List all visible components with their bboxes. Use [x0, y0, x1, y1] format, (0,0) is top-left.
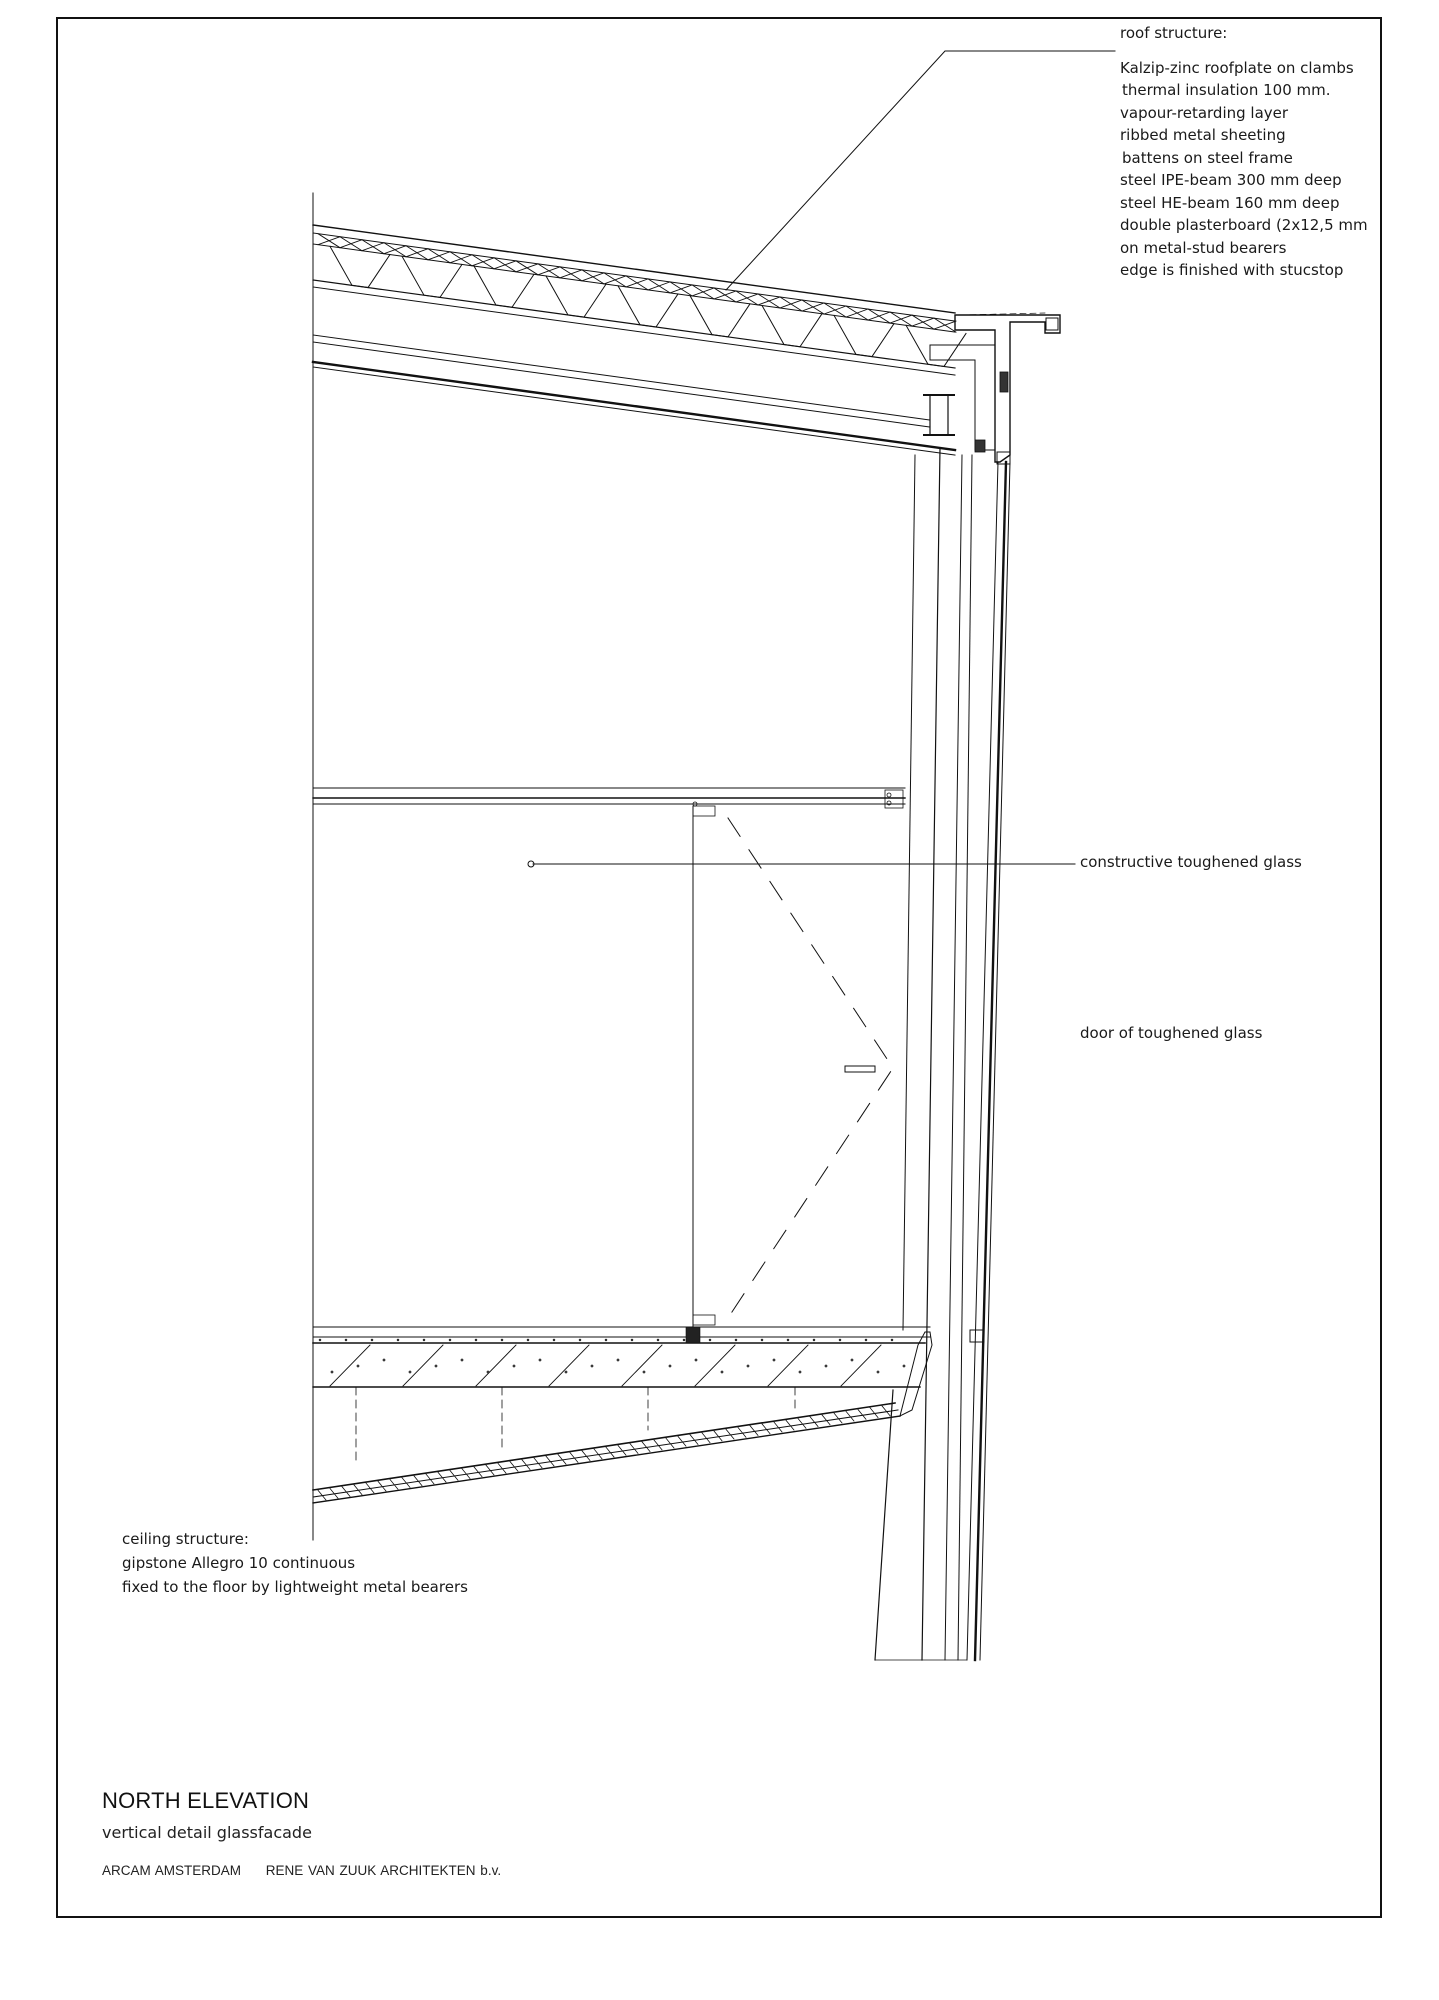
roof-note-line: Kalzip-zinc roofplate on clambs: [1120, 58, 1354, 77]
door-swing-lines: [727, 817, 894, 1319]
roof-note-line: thermal insulation 100 mm.: [1122, 81, 1331, 99]
sloping-ceiling: [312, 1402, 901, 1504]
glass-label: constructive toughened glass: [1080, 853, 1302, 871]
roof-insulation-hatch: [317, 233, 957, 333]
roof-structure-note: roof structure: Kalzip-zinc roofplate on…: [1120, 22, 1368, 282]
door-handle: [844, 1065, 876, 1073]
drawing-sheet-border: [56, 17, 1382, 1918]
drawing-credits: ARCAM AMSTERDAM RENE VAN ZUUK ARCHITEKTE…: [102, 1863, 521, 1878]
ceiling-note-heading: ceiling structure:: [122, 1530, 249, 1548]
floor-concrete-hatch: [318, 1338, 906, 1387]
roof-note-line: double plasterboard (2x12,5 mm: [1120, 216, 1368, 234]
ceiling-structure-note: ceiling structure: gipstone Allegro 10 c…: [122, 1527, 468, 1599]
drawing-subtitle: vertical detail glassfacade: [102, 1823, 312, 1842]
roof-note-line: on metal-stud bearers: [1120, 238, 1287, 257]
floor-slab: [312, 1326, 933, 1461]
glass-facade: [874, 447, 1011, 1662]
glass-door: [692, 801, 894, 1329]
ceiling-hatch: [317, 1405, 891, 1501]
roof-note-line: edge is finished with stucstop: [1120, 261, 1344, 279]
roof-note-line: vapour-retarding layer: [1120, 103, 1289, 122]
roof-note-line: steel IPE-beam 300 mm deep: [1120, 171, 1342, 189]
glass-transom: [312, 787, 906, 809]
roof-note-line: ribbed metal sheeting: [1120, 126, 1286, 144]
roof-note-line: battens on steel frame: [1122, 148, 1293, 167]
he-beam: [929, 394, 949, 436]
roof-note-line: steel HE-beam 160 mm deep: [1120, 193, 1340, 212]
roof-edge-stucstop: [954, 314, 1061, 463]
client-name: ARCAM AMSTERDAM: [102, 1863, 242, 1878]
door-label: door of toughened glass: [1080, 1024, 1263, 1042]
ceiling-note-line: fixed to the floor by lightweight metal …: [122, 1578, 468, 1596]
drawing-title: NORTH ELEVATION: [102, 1788, 310, 1813]
ribbed-metal-sheeting: [329, 245, 967, 367]
ceiling-note-line: gipstone Allegro 10 continuous: [122, 1554, 356, 1572]
roof-note-heading: roof structure:: [1120, 24, 1228, 42]
architect-name: RENE VAN ZUUK ARCHITEKTEN b.v.: [265, 1863, 502, 1878]
roof-leader-line: [725, 50, 1116, 291]
roof-structure: [311, 50, 1116, 463]
